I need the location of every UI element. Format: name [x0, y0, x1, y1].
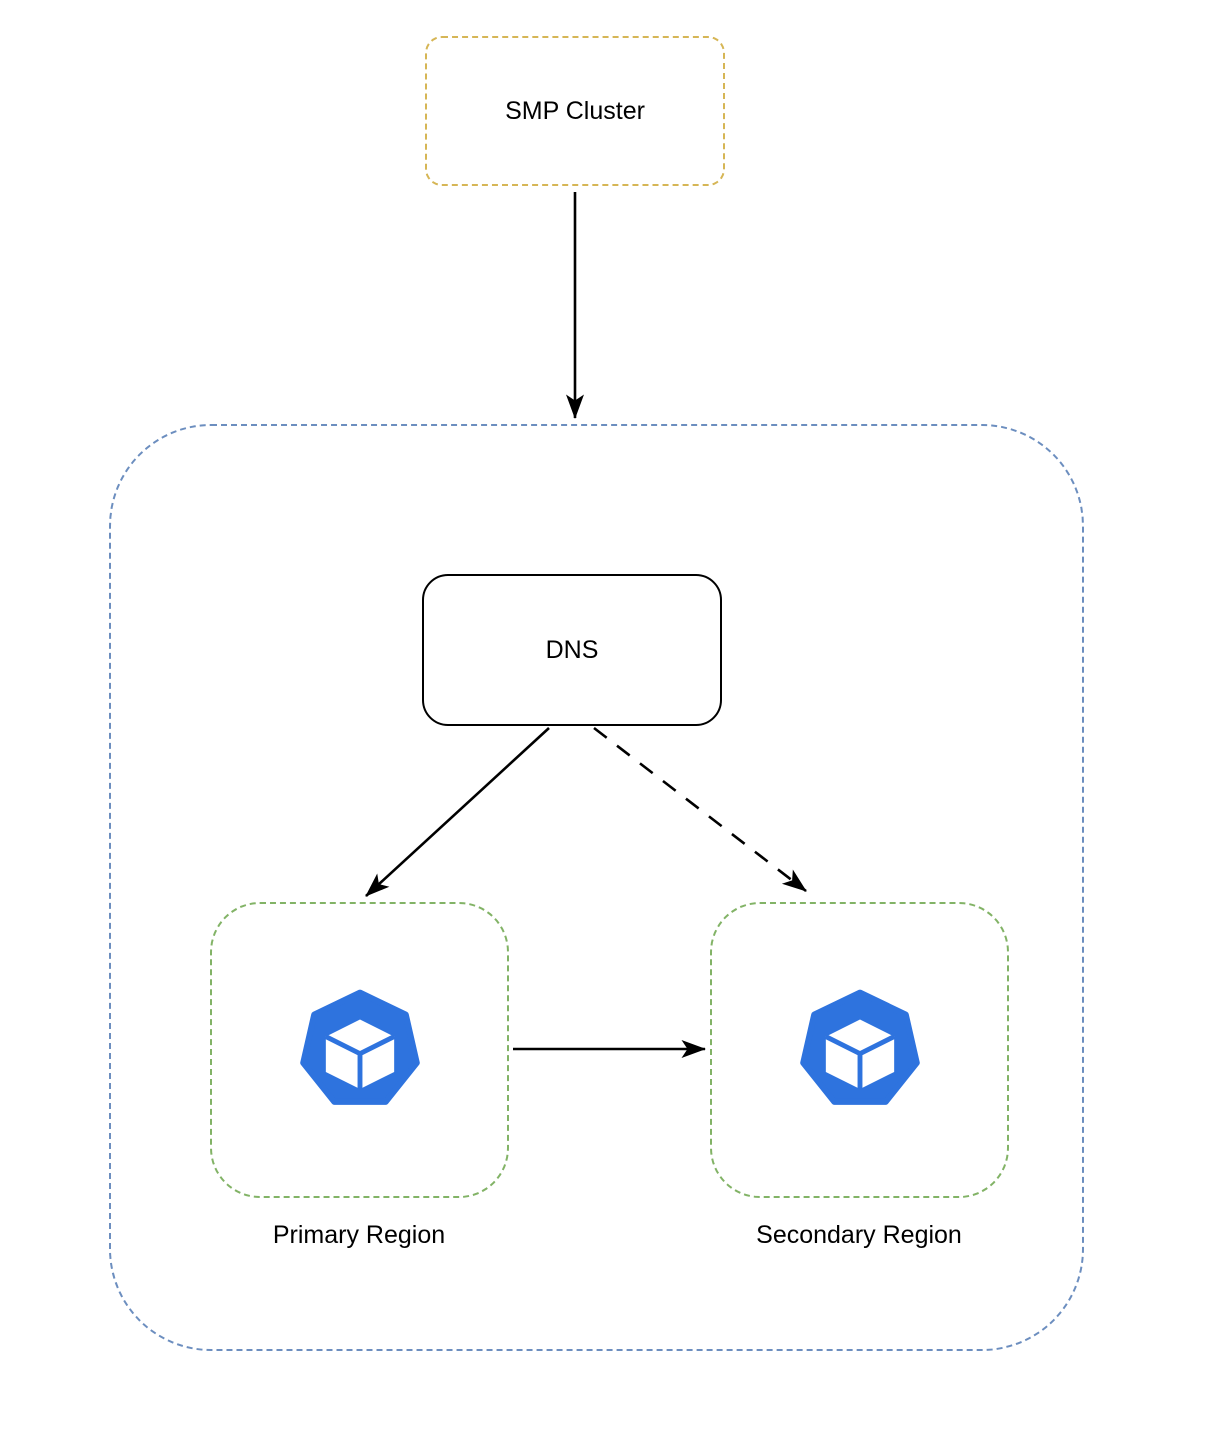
node-dns: DNS	[422, 574, 722, 726]
node-smp-cluster: SMP Cluster	[425, 36, 725, 186]
smp-cluster-label: SMP Cluster	[505, 97, 645, 125]
region-group-container	[109, 424, 1084, 1351]
node-secondary-region	[710, 902, 1009, 1198]
primary-region-label: Primary Region	[272, 1221, 446, 1249]
cube-heptagon-icon	[799, 989, 920, 1105]
cube-heptagon-icon	[299, 989, 420, 1105]
node-primary-region	[210, 902, 509, 1198]
secondary-region-label: Secondary Region	[756, 1221, 962, 1249]
dns-label: DNS	[545, 636, 599, 664]
